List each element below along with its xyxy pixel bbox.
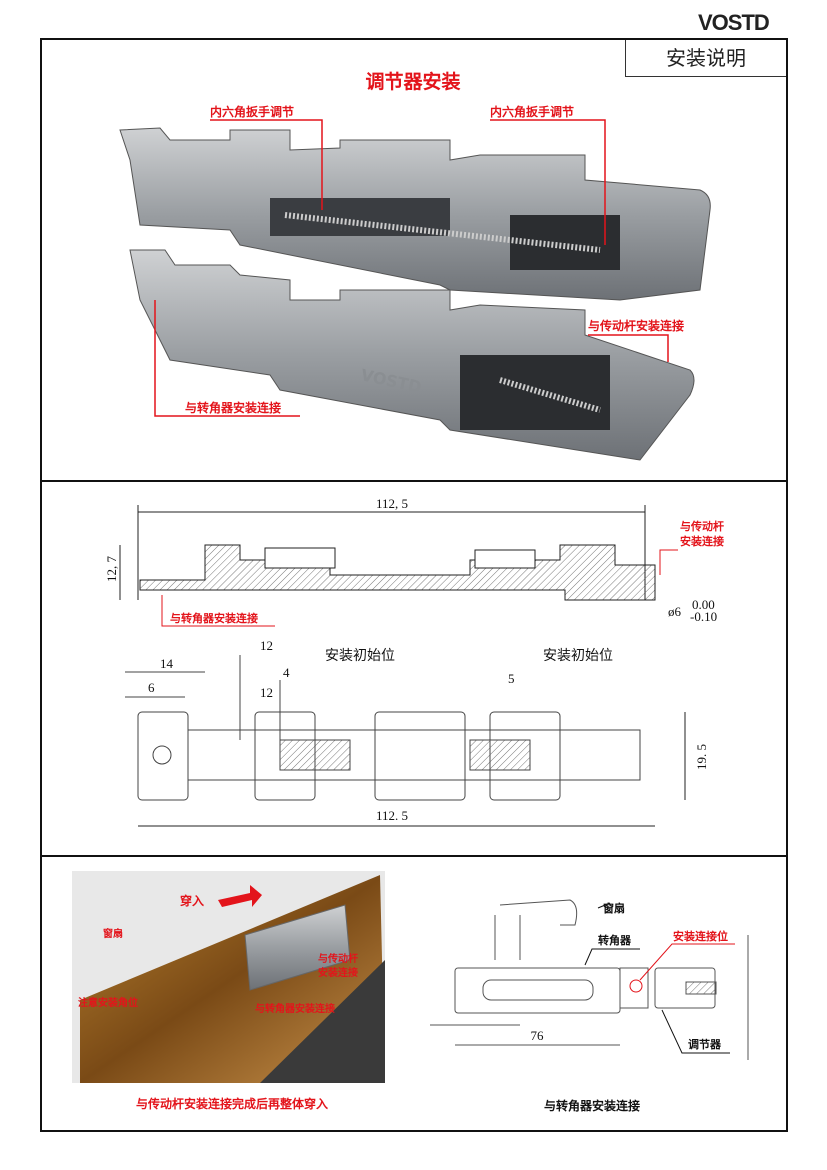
dim-length-side: 112, 5 xyxy=(376,496,408,511)
label-install-position: 安装连接位 xyxy=(673,929,728,943)
label-drive-rod-2: 安装连接 xyxy=(680,534,724,548)
regulator-render-bottom: VOSTD xyxy=(129,249,695,461)
drawing-caption: 与转角器安装连接 xyxy=(544,1098,640,1113)
label-insert: 穿入 xyxy=(180,893,204,908)
section-divider xyxy=(42,480,786,482)
label-corner-photo: 与转角器安装连接 xyxy=(255,1002,335,1015)
label-sash-drawing: 窗扇 xyxy=(603,901,625,915)
photo-caption: 与传动杆安装连接完成后再整体穿入 xyxy=(136,1096,328,1111)
label-corner-device: 转角器 xyxy=(598,933,632,947)
dim-5: 5 xyxy=(508,671,515,686)
label-hex-wrench-left: 内六角扳手调节 xyxy=(210,104,294,119)
label-corner-note: 注意安装角位 xyxy=(78,996,138,1009)
section-title: 调节器安装 xyxy=(365,70,460,93)
side-view-drawing xyxy=(119,505,656,601)
dim-12-top: 12 xyxy=(260,638,273,653)
dim-12-bottom: 12 xyxy=(260,685,273,700)
label-corner-side: 与转角器安装连接 xyxy=(170,611,258,625)
document-title: 安装说明 xyxy=(625,40,786,77)
label-drive-rod-1: 与传动杆 xyxy=(680,519,724,533)
top-view-drawing xyxy=(125,655,686,827)
label-hex-wrench-right: 内六角扳手调节 xyxy=(490,104,574,119)
label-drive-rod-connection: 与传动杆安装连接 xyxy=(588,318,684,333)
dim-width-top: 19. 5 xyxy=(694,744,709,770)
label-drive-rod-photo-1: 与传动杆 xyxy=(318,952,358,965)
brand-logo: VOSTD xyxy=(698,10,770,35)
dim-4: 4 xyxy=(283,665,290,680)
label-drive-rod-photo-2: 安装连接 xyxy=(318,966,358,979)
label-corner-connection: 与转角器安装连接 xyxy=(185,400,281,415)
dim-14: 14 xyxy=(160,656,174,671)
installation-photo xyxy=(72,871,385,1083)
dim-length-top: 112. 5 xyxy=(376,808,408,823)
tolerance-lower: -0.10 xyxy=(690,609,717,624)
regulator-render-top xyxy=(119,127,711,301)
corner-connection-drawing xyxy=(430,899,749,1060)
dim-height-side: 12, 7 xyxy=(104,556,119,583)
label-initial-position-left: 安装初始位 xyxy=(325,647,395,664)
label-regulator: 调节器 xyxy=(688,1037,722,1051)
label-initial-position-right: 安装初始位 xyxy=(543,647,613,664)
document-frame: 安装说明 xyxy=(40,38,788,1132)
dim-76: 76 xyxy=(531,1028,545,1043)
label-sash-photo: 窗扇 xyxy=(103,927,123,940)
dim-6: 6 xyxy=(148,680,155,695)
section-divider xyxy=(42,855,786,857)
tolerance-upper: 0.00 xyxy=(692,597,715,612)
hole-diameter: ø6 xyxy=(668,604,682,619)
